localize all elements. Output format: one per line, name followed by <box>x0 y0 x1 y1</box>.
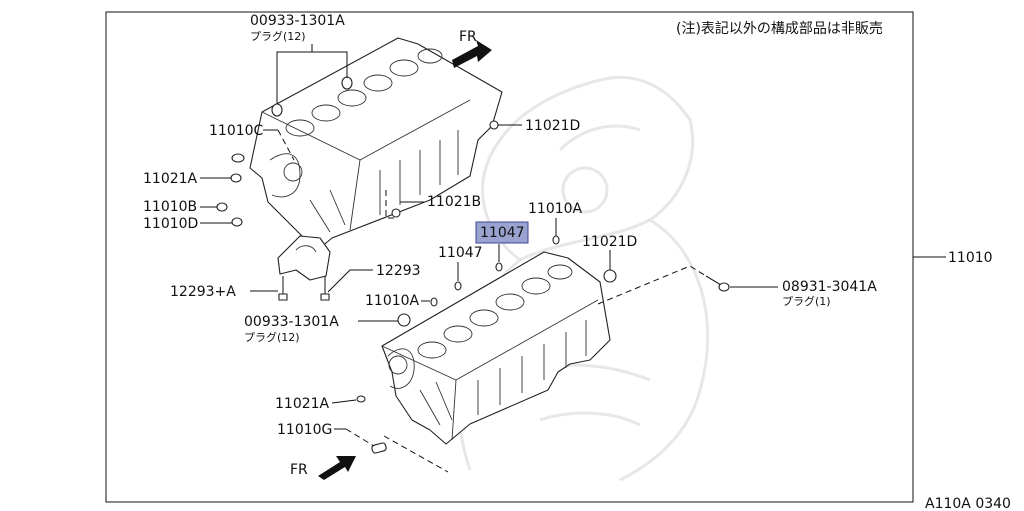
callout-11010A-right: 11010A <box>528 201 583 217</box>
callout-11021A-top: 11021A <box>143 171 198 187</box>
callout-11047: 11047 <box>438 245 483 261</box>
lower-cylinder-block <box>381 251 611 445</box>
front-arrow-icon-top: FR <box>452 29 492 68</box>
callout-12293A: 12293+A <box>170 284 236 300</box>
rear-plug-bolt <box>705 275 730 292</box>
callout-00933-1301A-mid: 00933-1301A <box>244 314 339 330</box>
lower-callouts: 11047 11047 11010A 11021D 11010A 00933-1… <box>244 201 877 473</box>
callout-00933-1301A-top: 00933-1301A <box>250 13 345 29</box>
front-label-top: FR <box>459 29 477 45</box>
footer-code: A110A 0340 <box>925 496 1011 511</box>
header-note: (注)表記以外の構成部品は非販売 <box>676 20 883 37</box>
front-arrow-icon-bottom: FR <box>290 456 356 480</box>
callout-plug-mid-desc: プラグ(12) <box>244 330 300 344</box>
callout-11010D: 11010D <box>143 216 198 232</box>
callout-11021B: 11021B <box>427 194 481 210</box>
diagram-frame <box>105 11 914 503</box>
highlight-box <box>475 221 529 244</box>
cap-bolts <box>278 276 330 301</box>
bearing-cap <box>277 235 331 281</box>
callout-11010A-mid: 11010A <box>365 293 420 309</box>
upper-callouts: 00933-1301A プラグ(12) 11010C 11021A 11010B… <box>143 13 580 300</box>
callout-11010C: 11010C <box>209 123 264 139</box>
callout-11010B: 11010B <box>143 199 197 215</box>
front-label-bottom: FR <box>290 462 308 478</box>
upper-cylinder-block <box>249 37 503 249</box>
callout-08931-3041A: 08931-3041A <box>782 279 877 295</box>
callout-11021D-top: 11021D <box>525 118 580 134</box>
callout-12293: 12293 <box>376 263 421 279</box>
callout-plug-top-desc: プラグ(12) <box>250 29 306 43</box>
callout-11021A-bottom: 11021A <box>275 396 330 412</box>
callout-11047-highlight[interactable]: 11047 <box>480 225 525 241</box>
callout-plug-right-desc: プラグ(1) <box>782 294 831 308</box>
lower-plugs <box>356 235 730 454</box>
callout-11021D-right: 11021D <box>582 234 637 250</box>
callout-11010-assembly: 11010 <box>948 250 993 266</box>
callout-11010G: 11010G <box>277 422 332 438</box>
